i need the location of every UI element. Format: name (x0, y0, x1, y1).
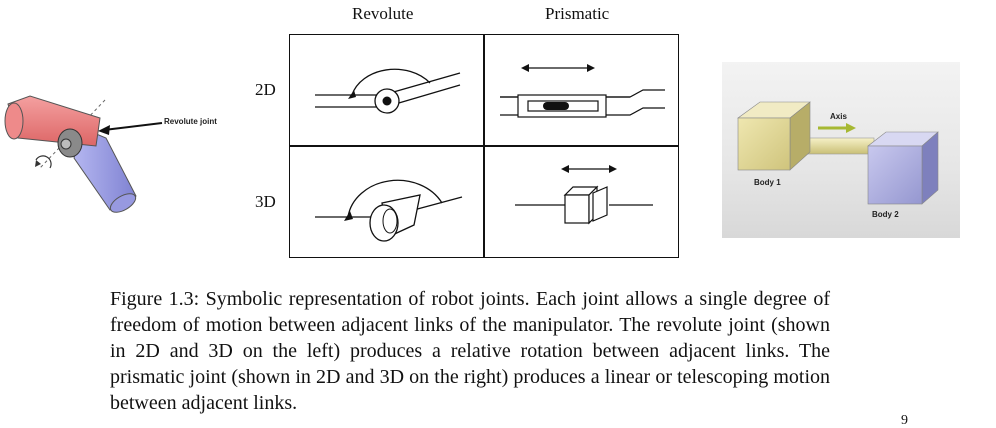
revolute-joint-drawing (4, 95, 163, 213)
joint-symbol-table: Revolute Prismatic 2D 3D (240, 0, 690, 262)
revolute-joint-illustration: Revolute joint (0, 88, 230, 218)
body-axis-illustration: Axis Body 1 Body 2 (722, 62, 960, 238)
revolute-2d-symbol (290, 35, 485, 147)
joint-symbol-grid (289, 34, 679, 258)
figure-caption-text: Figure 1.3: Symbolic representation of r… (110, 288, 830, 414)
figure-caption: Figure 1.3: Symbolic representation of r… (110, 286, 830, 416)
body1-label: Body 1 (754, 178, 781, 187)
axis-label: Axis (830, 112, 847, 121)
row-label-3d: 3D (255, 192, 276, 211)
column-header-prismatic: Prismatic (545, 4, 610, 23)
column-header-revolute: Revolute (352, 4, 414, 23)
grid-horizontal-divider (290, 145, 678, 147)
prismatic-3d-symbol (485, 147, 680, 259)
body-axis-drawing (737, 101, 939, 205)
revolute-3d-symbol (290, 147, 485, 259)
row-label-2d: 2D (255, 80, 276, 99)
revolute-joint-callout-label: Revolute joint (164, 117, 217, 126)
prismatic-2d-symbol (485, 35, 680, 147)
page-number: 9 (901, 413, 908, 428)
body2-label: Body 2 (872, 210, 899, 219)
